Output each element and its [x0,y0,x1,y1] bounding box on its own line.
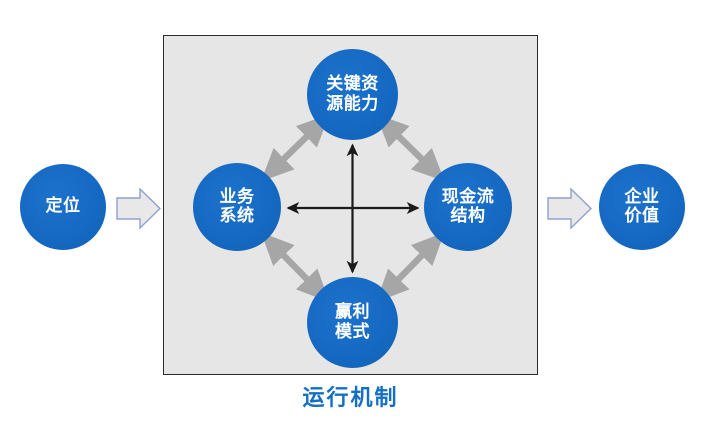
node-positioning[interactable]: 定位 [20,164,106,250]
node-key-resource[interactable]: 关键资源能力 [307,49,398,140]
block-arrow-output [547,187,593,230]
node-business-system-label: 业务系统 [193,186,281,227]
node-profit-model-line2: 模式 [335,321,370,342]
node-profit-model[interactable]: 赢利模式 [307,277,398,368]
node-positioning-label: 定位 [45,196,81,217]
node-cash-flow-line2: 结构 [450,206,486,226]
node-enterprise-value-line1: 企业 [624,186,660,207]
node-business-system-line2: 系统 [219,206,255,226]
node-key-resource-label: 关键资源能力 [307,74,398,114]
node-key-resource-line2: 源能力 [326,93,379,114]
node-business-system[interactable]: 业务系统 [193,163,281,251]
block-arrow-input [116,187,162,230]
node-profit-model-line1: 赢利 [335,302,370,323]
node-cash-flow[interactable]: 现金流结构 [424,163,512,251]
node-business-system-line1: 业务 [219,186,255,207]
node-key-resource-line1: 关键资 [326,74,379,95]
node-enterprise-value-label: 企业价值 [599,186,685,227]
node-enterprise-value[interactable]: 企业价值 [599,164,685,250]
mechanism-caption: 运行机制 [302,386,399,411]
node-profit-model-label: 赢利模式 [307,302,398,342]
node-cash-flow-label: 现金流结构 [424,186,512,227]
node-enterprise-value-line2: 价值 [624,206,660,226]
node-cash-flow-line1: 现金流 [441,186,495,207]
